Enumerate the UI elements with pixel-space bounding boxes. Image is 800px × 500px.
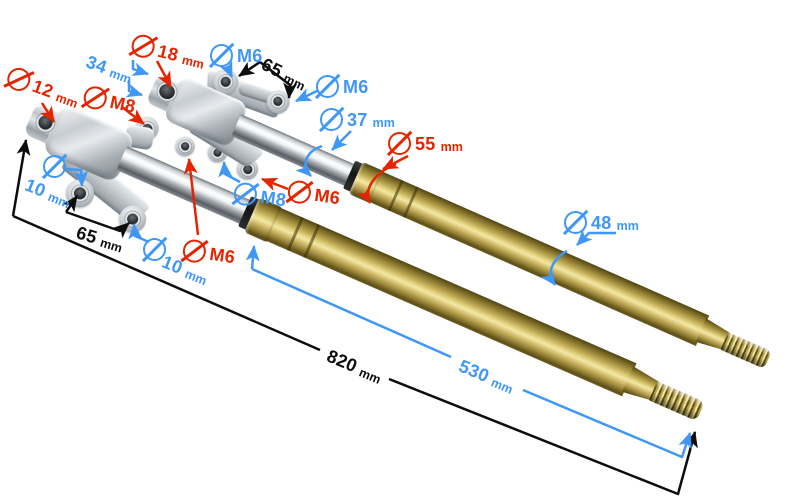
diameter-icon	[286, 179, 313, 206]
diameter-icon	[388, 132, 411, 155]
dim-unit: mm	[616, 219, 639, 233]
diameter-icon	[4, 64, 34, 95]
dim-value: M6	[313, 184, 342, 208]
diameter-icon	[232, 181, 259, 208]
dim-value: 65	[74, 221, 100, 248]
dim-value: 37	[347, 109, 368, 130]
diameter-icon	[129, 32, 158, 61]
dim-value: M6	[343, 76, 369, 97]
dim-value: 820	[324, 345, 361, 376]
dim-label-m6-top-1: M6	[210, 44, 263, 67]
dim-value: M8	[259, 186, 288, 210]
dim-label-37mm: 37 mm	[320, 108, 395, 131]
diameter-icon	[143, 238, 166, 261]
dim-label-48mm: 48 mm	[564, 211, 639, 234]
dim-unit: mm	[45, 189, 72, 212]
dim-value: M6	[237, 45, 263, 66]
dim-label-34mm: 34 mm	[83, 51, 135, 87]
front-axle-thread	[648, 381, 705, 422]
dim-label-m6-top-2: M6	[316, 75, 369, 98]
dim-unit: mm	[281, 71, 308, 94]
dim-value: 34	[83, 51, 110, 77]
diameter-icon	[43, 155, 66, 178]
diameter-icon	[81, 84, 109, 112]
dim-value: M8	[108, 91, 138, 117]
dim-value: 48	[591, 212, 612, 233]
dim-unit: mm	[372, 116, 395, 130]
dim-unit: mm	[440, 140, 463, 154]
diameter-icon	[210, 44, 233, 67]
dim-value: 55	[415, 133, 436, 154]
diameter-icon	[181, 238, 208, 265]
dim-value: 12	[29, 75, 57, 102]
dim-value: M6	[208, 243, 237, 267]
dim-unit: mm	[356, 365, 383, 387]
diameter-icon	[316, 75, 339, 98]
dim-label-55mm: 55 mm	[388, 132, 463, 155]
dim-unit: mm	[488, 375, 515, 397]
dim-unit: mm	[182, 266, 209, 289]
dim-unit: mm	[98, 235, 124, 256]
dim-label-65mm-bottom: 65 mm	[74, 221, 126, 256]
diameter-icon	[320, 108, 343, 131]
dim-label-820mm: 820 mm	[324, 345, 386, 387]
dim-unit: mm	[107, 65, 134, 87]
diameter-icon	[564, 211, 587, 234]
dim-value: 18	[155, 40, 181, 65]
